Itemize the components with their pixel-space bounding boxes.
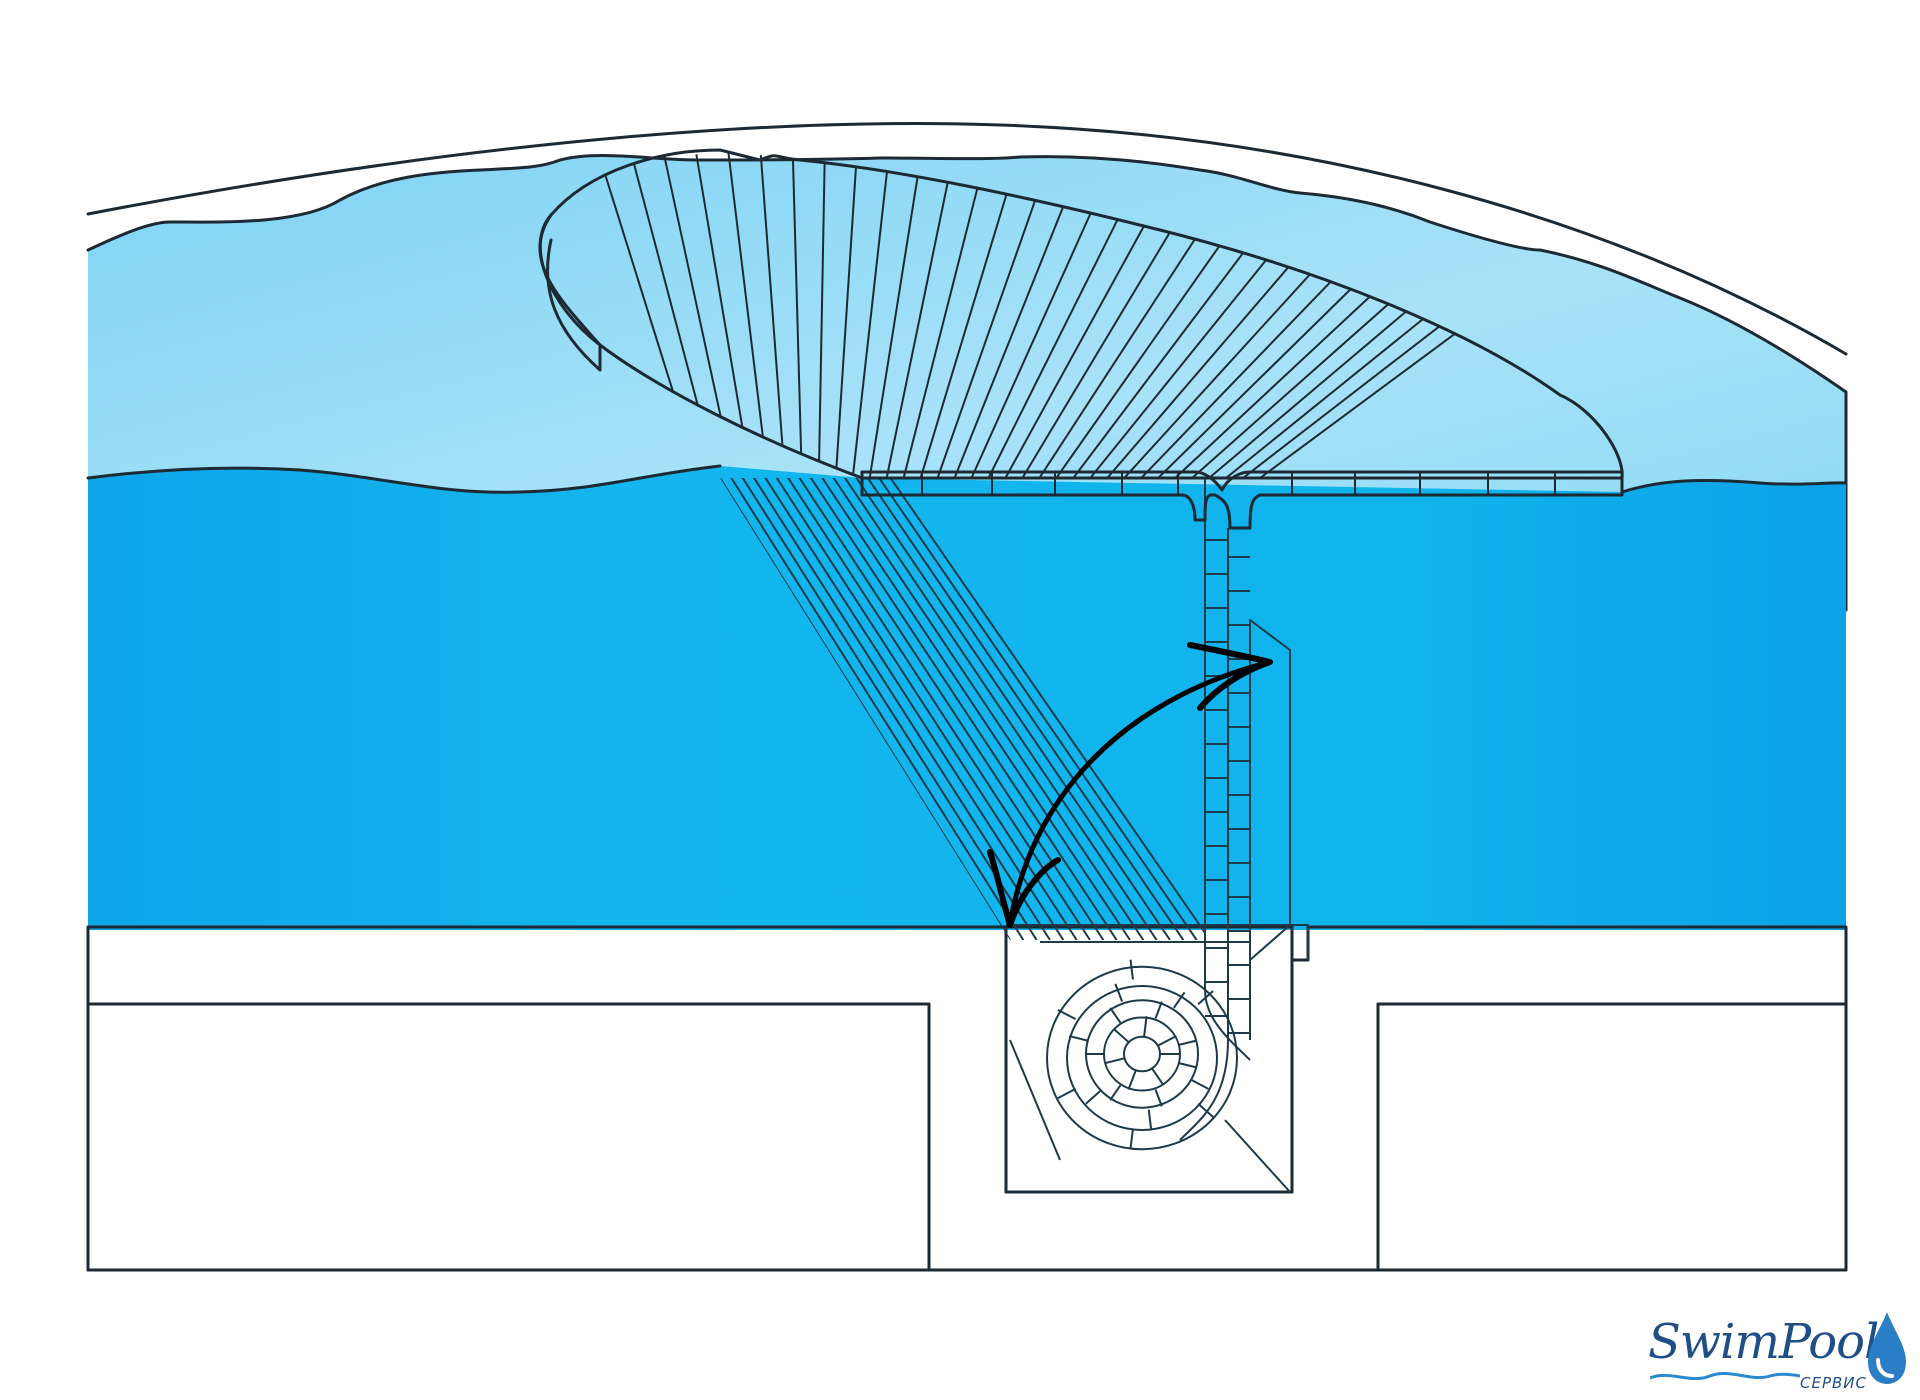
cover-slat-line xyxy=(759,151,786,478)
cover-slat-line xyxy=(851,152,891,478)
logo-wave-icon xyxy=(1650,1371,1800,1381)
submerged-slat-line xyxy=(827,478,1145,940)
submerged-slat-line xyxy=(720,478,1011,940)
submerged-slat-line xyxy=(782,478,1091,940)
spiral-segment xyxy=(1157,1035,1177,1047)
cover-slat-line xyxy=(970,160,1115,478)
submerged-slat-line xyxy=(816,478,1131,940)
cover-rim xyxy=(860,470,1624,530)
cover-slat-line xyxy=(695,154,752,478)
cover-slat-line xyxy=(791,150,803,478)
spiral-segment xyxy=(1057,1087,1077,1100)
submerged-slat-line xyxy=(736,478,1038,940)
spiral-segment xyxy=(1068,1035,1088,1042)
spiral-segment xyxy=(1114,983,1124,1002)
curved-double-arrow-icon xyxy=(987,642,1273,928)
spiral-segment xyxy=(1178,1062,1197,1069)
submerged-slat-line xyxy=(838,478,1158,940)
spiral-segment xyxy=(1197,1102,1214,1118)
cover-slat-line xyxy=(936,158,1051,478)
cover-slat-line xyxy=(953,159,1083,478)
spiral-segment xyxy=(1178,1039,1197,1046)
spiral-segment xyxy=(1143,1016,1148,1037)
spiral-segment xyxy=(1147,1109,1153,1129)
spiral-segment xyxy=(1172,991,1186,1009)
water-drop-icon xyxy=(1868,1312,1906,1384)
spiral-segment xyxy=(1109,1007,1122,1024)
top-edge-curve xyxy=(86,122,1848,356)
pit-slat-line xyxy=(1009,1039,1061,1161)
submerged-slat-line xyxy=(850,478,1171,940)
spiral-segment xyxy=(1129,959,1134,980)
spiral-segment xyxy=(1085,1090,1101,1105)
submerged-slat-line xyxy=(725,478,1025,940)
spiral-segment xyxy=(1109,1084,1122,1101)
pool-floor-structure xyxy=(86,925,1848,1272)
cover-slat-line xyxy=(817,150,826,478)
cover-slat-line xyxy=(727,153,769,478)
spiral-roll-icon xyxy=(1009,959,1291,1193)
submerged-slat-line xyxy=(872,478,1198,940)
spiral-ring xyxy=(1046,965,1238,1151)
cover-slat-line xyxy=(868,153,923,478)
pit-slat-line xyxy=(1224,1119,1291,1193)
submerged-slat-line xyxy=(759,478,1065,940)
floor-panel-right xyxy=(1376,1002,1848,1272)
spiral-segment xyxy=(1057,1008,1077,1021)
submerged-slat-line xyxy=(804,478,1118,940)
spiral-segment xyxy=(1151,1068,1165,1086)
water-surface-line-right xyxy=(1620,478,1848,494)
submerged-slat-line xyxy=(861,478,1185,940)
water-surface-line xyxy=(86,464,722,494)
spiral-ring xyxy=(1066,985,1218,1131)
logo-subtitle: СЕРВИС xyxy=(1800,1374,1867,1392)
spiral-segment xyxy=(1191,1079,1209,1090)
spiral-segment xyxy=(1129,1128,1134,1149)
spiral-segment xyxy=(1154,1089,1163,1107)
air-layer-outline xyxy=(86,154,1848,612)
spiral-segment xyxy=(1112,1028,1130,1043)
swimpool-logo: SwimPool СЕРВИС xyxy=(1640,1308,1910,1394)
submerged-slat-line xyxy=(884,478,1204,940)
logo-wordmark: SwimPool xyxy=(1648,1314,1879,1370)
spiral-segment xyxy=(1127,1070,1137,1090)
spiral-segment xyxy=(1197,990,1214,1006)
spiral-segment xyxy=(1104,1057,1125,1065)
cover-slat-line xyxy=(902,156,987,478)
spiral-ring xyxy=(1123,1035,1161,1073)
cover-slat-line xyxy=(885,155,955,478)
cover-slat-line xyxy=(919,157,1019,478)
cover-rim-segments xyxy=(921,472,1556,495)
spiral-segment xyxy=(1154,1001,1163,1019)
submerged-slat-line xyxy=(748,478,1051,940)
pool-water xyxy=(88,466,1846,930)
floor-panel-left xyxy=(86,1002,931,1272)
cover-slat-line xyxy=(834,151,858,478)
